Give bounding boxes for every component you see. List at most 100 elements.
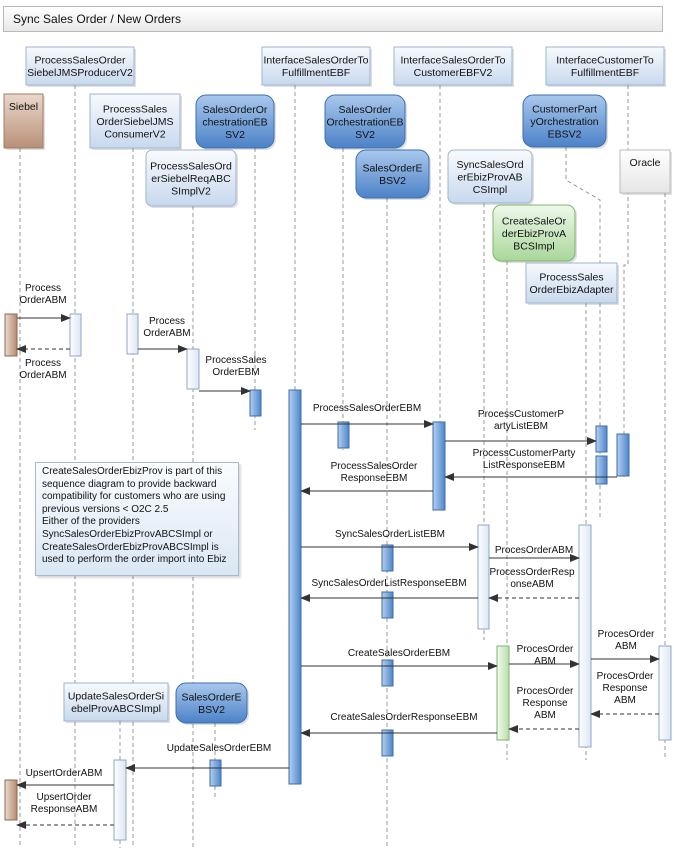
message-label-m6-1: artyListEBM [494, 421, 548, 432]
activation-bar [595, 425, 608, 453]
message-label-m5-0: ProcessSalesOrderEBM [313, 403, 421, 414]
message-m10: ProcesOrderABM [489, 545, 580, 562]
lifeline-customer-fulfillment [623, 85, 629, 480]
participant-label-sooebs_top-2: SV2 [225, 129, 245, 141]
participant-label-psosjmsc-2: ConsumerV2 [104, 128, 165, 140]
participant-label-csoebiz-2: BCSImpl [513, 240, 554, 252]
message-label-m4-0: ProcessSales [205, 355, 266, 366]
message-label-m15-1: ABM [615, 641, 637, 652]
message-label-m10-0: ProcesOrderABM [495, 545, 573, 556]
message-label-m14-1: ABM [534, 656, 556, 667]
activation-bar [616, 433, 630, 477]
participant-box [175, 682, 248, 724]
participant-label-psoebizad-1: OrderEbizAdapter [529, 284, 614, 296]
lifeline-cpoebs [565, 147, 601, 263]
participant-label-ssoebiz-2: CSImpl [473, 184, 507, 196]
message-label-m3-1: OrderABM [143, 328, 190, 339]
message-label-m7-0: ProcessCustomerParty [473, 448, 576, 459]
participant-label-soebs_bottom-1: BSV2 [198, 704, 225, 716]
participant-label-ictfebf-1: FulfillmentEBF [571, 67, 639, 79]
message-m18: CreateSalesOrderResponseEBM [300, 712, 497, 737]
message-label-m8-0: ProcessSalesOrder [331, 461, 418, 472]
participant-label-ictfebf-0: InterfaceCustomerTo [556, 55, 654, 67]
activation-bar [249, 389, 262, 417]
message-label-m17-1: Response [602, 683, 647, 694]
message-m5: ProcessSalesOrderEBM [301, 403, 434, 428]
participant-label-cpoebs-1: yOrchestration [530, 116, 598, 128]
participant-label-isotfebf-1: FulfillmentEBF [282, 67, 350, 79]
message-m20: UpsertOrderABM [16, 768, 114, 789]
activation-bar [496, 645, 510, 741]
activation-bar [658, 645, 672, 741]
participant-box [89, 93, 181, 149]
participant-label-usosieb-1: ebelProvABCSImpl [71, 703, 161, 715]
message-label-m16-2: ABM [534, 710, 556, 721]
participant-label-isotcebf-0: InterfaceSalesOrderTo [400, 55, 505, 67]
message-label-m7-1: ListResponseEBM [483, 460, 565, 471]
message-label-m11-1: onseABM [510, 579, 553, 590]
participant-box [25, 46, 135, 86]
message-label-m21-1: ResponseABM [31, 804, 98, 815]
participant-label-sooebs_top-0: SalesOrderOr [203, 104, 268, 116]
participant-label-cpoebs-0: CustomerPart [532, 103, 597, 115]
participant-box [195, 94, 275, 149]
message-label-m16-1: Response [522, 698, 567, 709]
message-label-m2-1: OrderABM [19, 370, 66, 381]
message-label-m21-0: UpsertOrder [36, 792, 92, 803]
participant-label-isotcebf-1: CustomerEBFV2 [414, 67, 493, 79]
message-label-m15-0: ProcesOrder [598, 629, 655, 640]
participant-label-isotfebf-0: InterfaceSalesOrderTo [263, 55, 368, 67]
participant-label-csoebiz-1: derEbizProvA [502, 228, 566, 240]
activation-bar [209, 759, 222, 787]
message-label-m4-1: OrderEBM [212, 367, 259, 378]
participant-label-sooebs2-0: SalesOrder [338, 104, 392, 116]
participant-box [447, 149, 533, 204]
message-label-m17-0: ProcesOrder [597, 671, 654, 682]
participant-label-siebel-0: Siebel [9, 101, 38, 113]
activation-bar [381, 544, 394, 572]
activation-bar [381, 729, 394, 757]
participant-box [545, 46, 665, 86]
participant-box [492, 204, 576, 262]
message-label-m11-0: ProcessOrderResp [489, 567, 574, 578]
message-m19: UpdateSalesOrderEBM [125, 743, 289, 772]
message-label-m1-0: Process [25, 283, 61, 294]
activation-bar [126, 313, 139, 355]
participant-label-psosreq-0: ProcessSalesOrd [150, 160, 232, 172]
activation-bar [381, 659, 394, 687]
message-label-m8-1: ResponseEBM [341, 473, 408, 484]
activation-bar [4, 779, 18, 821]
activation-bar [381, 591, 394, 619]
activation-bar [69, 313, 82, 357]
participant-box [145, 149, 237, 207]
message-label-m13-0: CreateSalesOrderEBM [348, 648, 450, 659]
participant-label-sooebs2-2: SV2 [355, 129, 375, 141]
activation-bar [337, 421, 350, 449]
activation-bar [113, 759, 127, 841]
message-label-m18-0: CreateSalesOrderResponseEBM [330, 712, 477, 723]
participant-label-sooebs_top-1: chestrationEB [202, 116, 267, 128]
participant-label-soebs_bottom-0: SalesOrderE [181, 692, 241, 704]
participant-label-psoebizad-0: ProcessSales [539, 272, 603, 284]
participant-box [63, 682, 169, 722]
activation-bar [477, 524, 490, 630]
activation-bar [4, 313, 18, 357]
message-label-m17-2: ABM [614, 695, 636, 706]
message-m13: CreateSalesOrderEBM [301, 648, 498, 670]
participant-label-oracle-0: Oracle [630, 157, 661, 169]
